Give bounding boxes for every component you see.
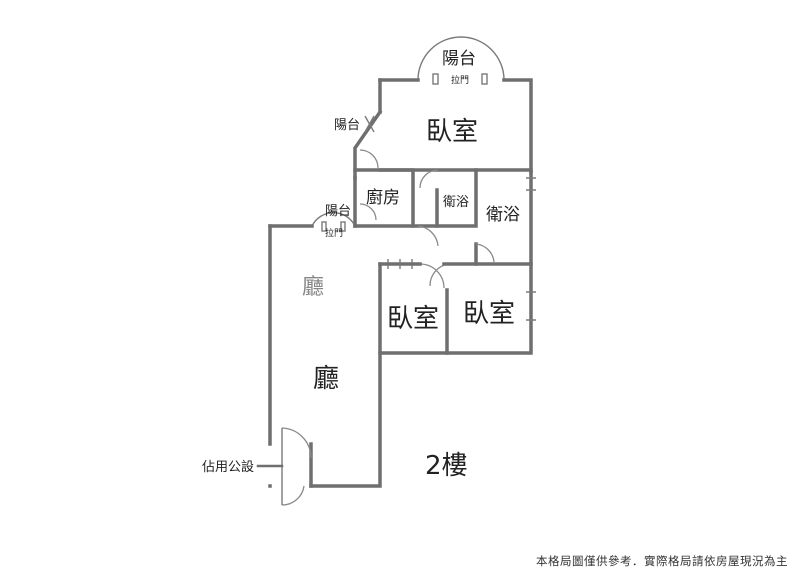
door-kitchen-swing [359, 149, 379, 169]
door-corridor-swing [417, 225, 439, 247]
footer-disclaimer: 本格局圖僅供參考．實際格局請依房屋現況為主 [536, 554, 788, 568]
balcony-mid-arc [311, 211, 356, 227]
label-kitchen: 廚房 [366, 187, 400, 208]
label-living-lower: 廳 [313, 364, 339, 394]
label-slide-door-mid: 拉門 [325, 227, 343, 239]
slide-door-mid-right [340, 221, 346, 232]
label-bedroom-mid: 臥室 [387, 304, 439, 334]
window-bedroom-right [526, 291, 536, 321]
label-slide-door-top: 拉門 [451, 74, 469, 86]
label-bedroom-main: 臥室 [426, 117, 478, 147]
label-bath-small: 衛浴 [443, 195, 469, 210]
wall-bath-small [435, 168, 478, 228]
door-bed-mid-swing [419, 263, 445, 289]
label-bedroom-right: 臥室 [463, 299, 515, 329]
slide-door-top-right [481, 73, 488, 85]
label-public-area: 佔用公設 [202, 459, 254, 475]
wall-diagonal [353, 109, 383, 180]
door-kitchen-lower [359, 203, 377, 221]
slide-door-top-left [432, 73, 439, 85]
label-bath-large: 衛浴 [486, 205, 520, 225]
balcony-top-arc [417, 36, 505, 81]
door-bath-large-swing [475, 243, 495, 263]
entrance-door-swing [281, 427, 312, 506]
slide-door-mid-left [321, 221, 327, 232]
wall-living-bottom [268, 262, 382, 488]
wall-kitchen [353, 168, 415, 228]
window-bath-large [526, 177, 536, 191]
wall-bedroom-top [378, 78, 533, 174]
label-floor: 2樓 [425, 451, 468, 481]
wall-bedroom-right [445, 262, 533, 355]
label-balcony-left: 陽台 [334, 118, 360, 133]
label-balcony-mid: 陽台 [325, 204, 351, 219]
door-bath-small-swing [419, 169, 439, 189]
balcony-left-cross [364, 115, 375, 133]
wall-bath-large [474, 170, 533, 266]
label-living-upper: 廳 [302, 275, 324, 300]
label-balcony-top: 陽台 [442, 49, 476, 69]
